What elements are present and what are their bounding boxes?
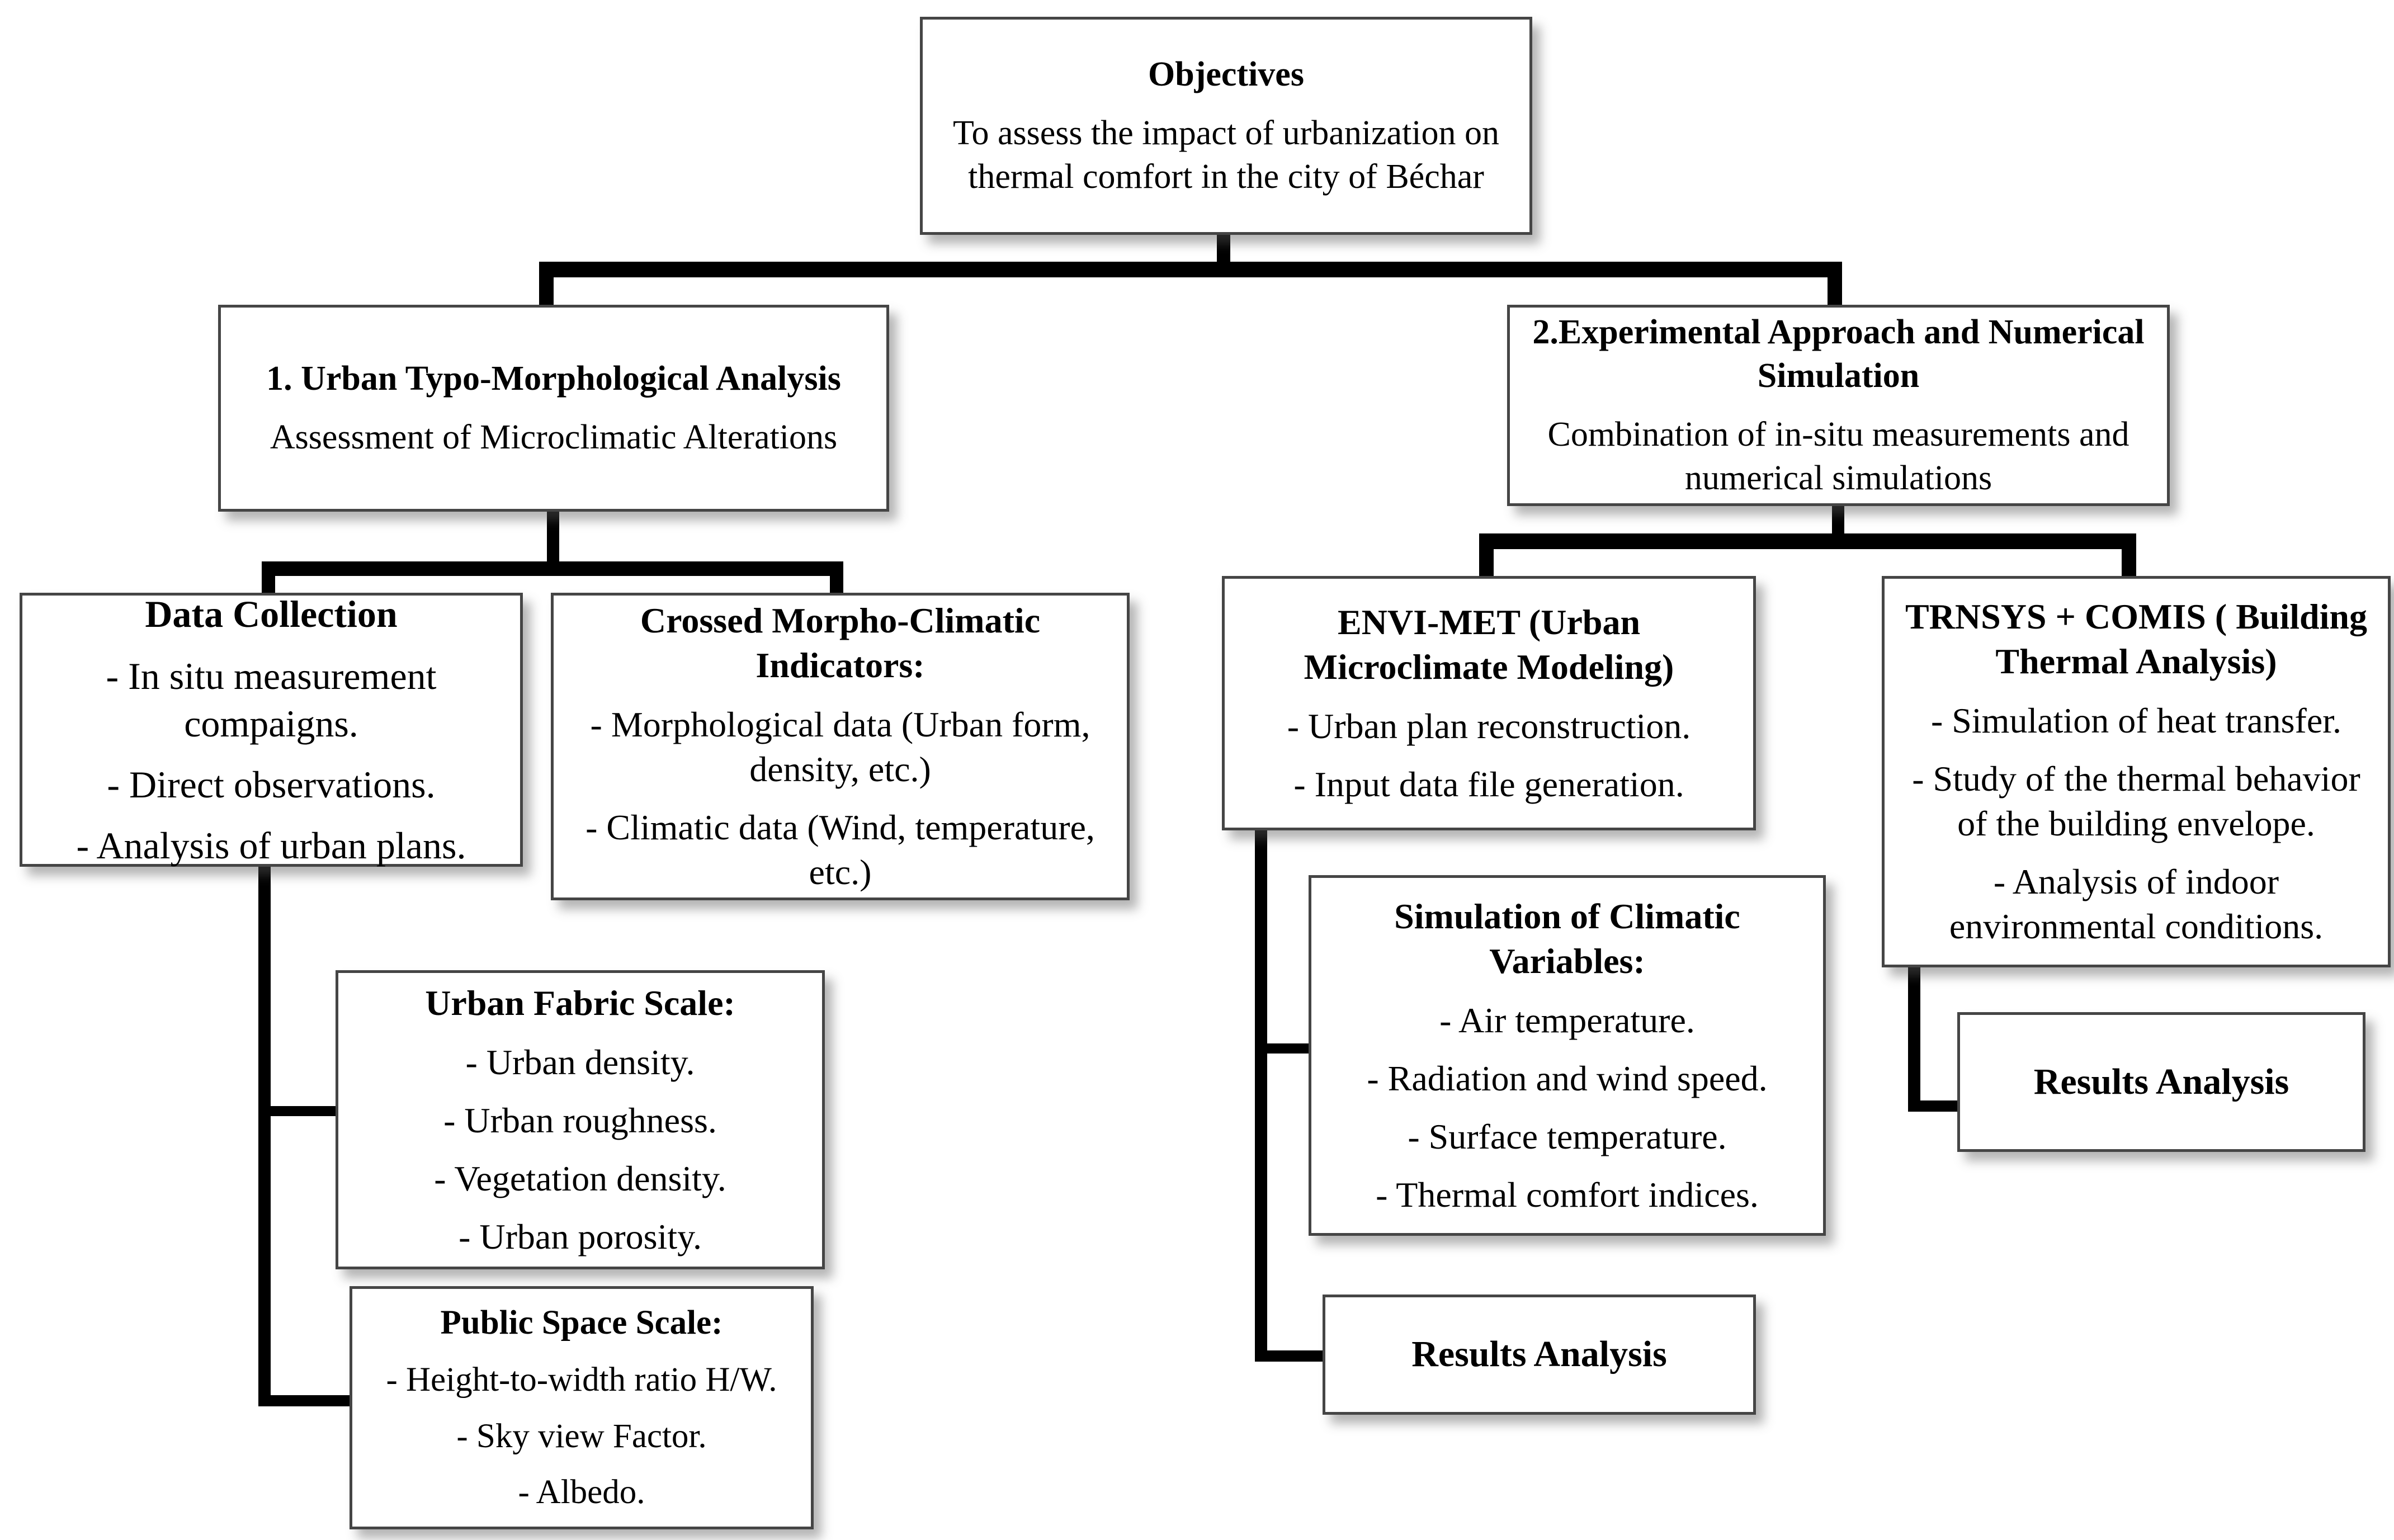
envi-met-items: - Urban plan reconstruction. - Input dat… <box>1287 704 1691 807</box>
connector-elbow-results-right <box>1908 1100 1964 1112</box>
list-item: - In situ measurement compaigns. <box>106 654 437 745</box>
list-item: - Sky view Factor. <box>456 1417 707 1455</box>
connector-top-bar <box>539 262 1842 277</box>
urban-typo-morphological-analysis-box: 1. Urban Typo-Morphological Analysis Ass… <box>218 305 889 512</box>
list-item: - Morphological data (Urban form, densit… <box>590 705 1090 789</box>
public-space-items: - Height-to-width ratio H/W. - Sky view … <box>386 1359 777 1514</box>
connector-data-spine <box>258 864 271 1406</box>
public-space-scale-box: Public Space Scale: - Height-to-width ra… <box>350 1286 814 1529</box>
connector-stub-urban-fabric <box>258 1106 339 1116</box>
list-item: - Urban plan reconstruction. <box>1287 706 1691 746</box>
list-item: - Urban porosity. <box>459 1216 702 1256</box>
trnsys-title: TRNSYS + COMIS ( Building Thermal Analys… <box>1905 597 2368 681</box>
connector-drop-trnsys <box>2122 533 2136 579</box>
list-item: - Analysis of indoor environmental condi… <box>1949 862 2324 946</box>
simulation-climatic-variables-box: Simulation of Climatic Variables: - Air … <box>1309 875 1826 1236</box>
public-space-title: Public Space Scale: <box>440 1304 723 1341</box>
results-analysis-box-right: Results Analysis <box>1957 1012 2365 1152</box>
trnsys-items: - Simulation of heat transfer. - Study o… <box>1896 698 2377 949</box>
results-right-title: Results Analysis <box>2033 1061 2289 1102</box>
connector-drop-crossed <box>830 561 843 596</box>
connector-trnsys-spine <box>1908 965 1920 1112</box>
data-collection-title: Data Collection <box>145 592 398 635</box>
objectives-box: Objectives To assess the impact of urban… <box>920 17 1532 235</box>
sim-climatic-items: - Air temperature. - Radiation and wind … <box>1367 998 1767 1217</box>
connector-branch2-stem <box>1832 502 1844 538</box>
list-item: - Study of the thermal behavior of the b… <box>1912 759 2360 843</box>
experimental-title: 2.Experimental Approach and Numerical Si… <box>1532 313 2145 395</box>
objectives-title: Objectives <box>1148 55 1304 93</box>
connector-stub-sim-climatic <box>1255 1043 1314 1054</box>
list-item: - Albedo. <box>518 1473 645 1511</box>
connector-branch1-stem <box>547 509 559 566</box>
urban-fabric-title: Urban Fabric Scale: <box>425 982 735 1023</box>
list-item: - Vegetation density. <box>434 1158 726 1198</box>
results-analysis-box-left: Results Analysis <box>1323 1295 1756 1415</box>
connector-drop-data-collection <box>262 561 275 596</box>
experimental-approach-box: 2.Experimental Approach and Numerical Si… <box>1507 305 2170 506</box>
list-item: - Urban density. <box>465 1042 695 1082</box>
list-item: - Urban roughness. <box>443 1100 717 1140</box>
connector-drop-urban-analysis <box>539 262 554 308</box>
connector-drop-experimental <box>1828 262 1842 308</box>
list-item: - Simulation of heat transfer. <box>1930 701 2342 740</box>
experimental-body: Combination of in-situ measurements and … <box>1547 415 2129 497</box>
list-item: - Input data file generation. <box>1293 764 1684 804</box>
connector-branch1-bar <box>262 561 843 576</box>
list-item: - Height-to-width ratio H/W. <box>386 1361 777 1399</box>
envi-met-box: ENVI-MET (Urban Microclimate Modeling) -… <box>1222 576 1756 830</box>
crossed-morpho-climatic-indicators-box: Crossed Morpho-Climatic Indicators: - Mo… <box>551 593 1130 900</box>
list-item: - Surface temperature. <box>1408 1116 1727 1156</box>
data-collection-box: Data Collection - In situ measurement co… <box>20 593 523 867</box>
sim-climatic-title: Simulation of Climatic Variables: <box>1394 896 1740 981</box>
connector-elbow-results-left <box>1255 1350 1329 1362</box>
connector-elbow-public-space <box>258 1395 355 1406</box>
list-item: - Radiation and wind speed. <box>1367 1058 1768 1098</box>
list-item: - Direct observations. <box>107 763 436 806</box>
connector-branch2-bar <box>1479 533 2136 549</box>
urban-fabric-scale-box: Urban Fabric Scale: - Urban density. - U… <box>336 970 825 1269</box>
connector-drop-envi-met <box>1479 533 1494 579</box>
results-left-title: Results Analysis <box>1411 1334 1667 1375</box>
crossed-items: - Morphological data (Urban form, densit… <box>565 702 1116 895</box>
list-item: - Analysis of urban plans. <box>76 824 466 867</box>
data-collection-items: - In situ measurement compaigns. - Direc… <box>34 653 509 870</box>
list-item: - Air temperature. <box>1439 1000 1695 1040</box>
urban-analysis-body: Assessment of Microclimatic Alterations <box>270 418 838 456</box>
urban-fabric-items: - Urban density. - Urban roughness. - Ve… <box>434 1040 726 1259</box>
crossed-title: Crossed Morpho-Climatic Indicators: <box>640 601 1041 685</box>
list-item: - Climatic data (Wind, temperature, etc.… <box>585 807 1095 892</box>
urban-analysis-title: 1. Urban Typo-Morphological Analysis <box>266 359 841 398</box>
list-item: - Thermal comfort indices. <box>1376 1174 1759 1215</box>
trnsys-comis-box: TRNSYS + COMIS ( Building Thermal Analys… <box>1882 576 2391 967</box>
envi-met-title: ENVI-MET (Urban Microclimate Modeling) <box>1304 602 1674 687</box>
connector-envimet-spine <box>1255 828 1267 1362</box>
objectives-body: To assess the impact of urbanization on … <box>952 114 1500 196</box>
